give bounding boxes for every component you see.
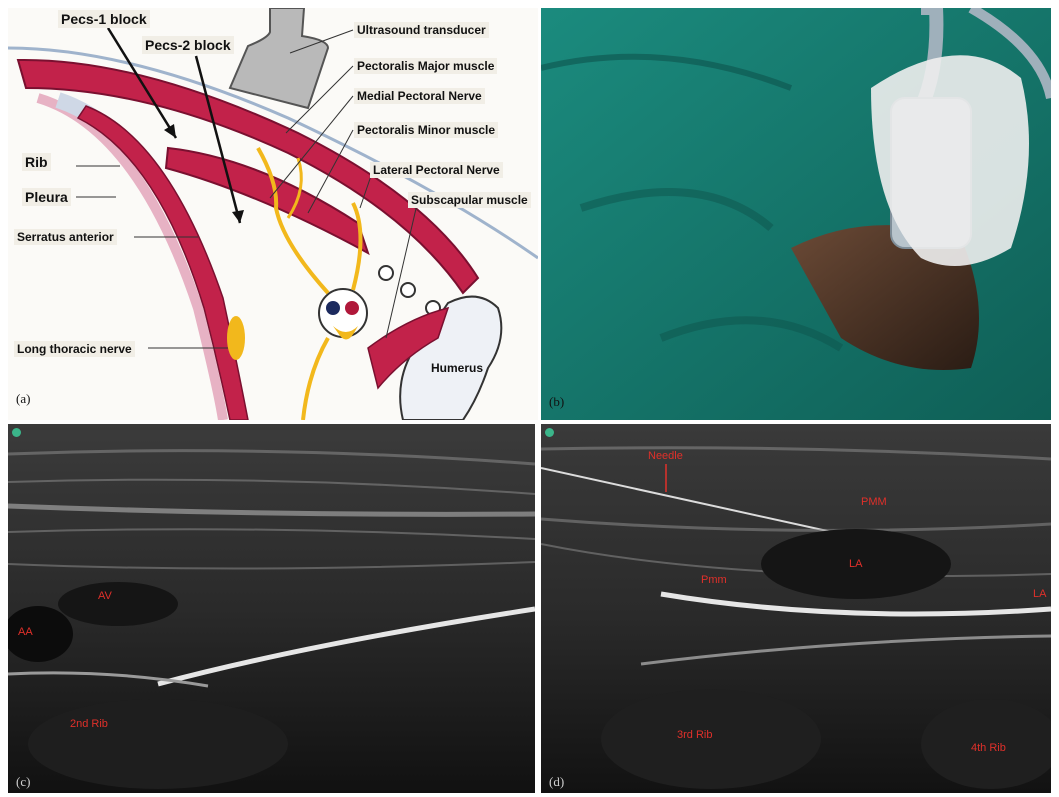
ultrasound-image-c — [8, 424, 535, 793]
long-thoracic-nerve-shape — [227, 316, 245, 360]
la-center-label: LA — [849, 558, 862, 570]
humerus-bone — [400, 297, 501, 420]
axillary-bundle — [319, 289, 367, 337]
panel-a-label: (a) — [16, 391, 30, 407]
third-rib-label: 3rd Rib — [677, 729, 712, 741]
panel-b-photo: (b) — [541, 8, 1051, 420]
transducer-photo — [541, 8, 1051, 420]
transducer-label: Ultrasound transducer — [354, 22, 489, 38]
axillary-artery — [345, 301, 359, 315]
pmm-major-label: PMM — [861, 496, 887, 508]
medial-pectoral-nerve-label: Medial Pectoral Nerve — [354, 88, 485, 104]
lateral-pectoral-nerve-label: Lateral Pectoral Nerve — [370, 162, 503, 178]
la-right-label: LA — [1033, 588, 1046, 600]
pecs1-block-label: Pecs-1 block — [58, 10, 150, 28]
panel-d-ultrasound: Needle PMM LA Pmm LA 3rd Rib 4th Rib (d) — [541, 424, 1051, 793]
pecs2-block-label: Pecs-2 block — [142, 36, 234, 54]
subscapular-muscle-label: Subscapular muscle — [408, 192, 531, 208]
long-thoracic-nerve-label: Long thoracic nerve — [14, 341, 135, 357]
axillary-vein — [326, 301, 340, 315]
orientation-marker — [545, 428, 554, 437]
panel-b-label: (b) — [549, 394, 564, 410]
rib-label: Rib — [22, 153, 51, 171]
ultrasound-transducer-icon — [230, 8, 328, 108]
pmm-minor-label: Pmm — [701, 574, 727, 586]
fourth-rib-label: 4th Rib — [971, 742, 1006, 754]
panel-d-label: (d) — [549, 774, 564, 790]
needle-label: Needle — [648, 450, 683, 462]
panel-c-ultrasound: AV AA 2nd Rib (c) — [8, 424, 535, 793]
av-label: AV — [98, 590, 112, 602]
pectoralis-major-label: Pectoralis Major muscle — [354, 58, 497, 74]
axillary-vein-shape — [58, 582, 178, 626]
pleura-label: Pleura — [22, 188, 71, 206]
ultrasound-image-d — [541, 424, 1051, 793]
serratus-anterior-label: Serratus anterior — [14, 229, 117, 245]
panel-a-illustration: Pecs-1 block Pecs-2 block Ultrasound tra… — [8, 8, 538, 420]
second-rib-label: 2nd Rib — [70, 718, 108, 730]
orientation-marker — [12, 428, 21, 437]
pectoralis-minor-label: Pectoralis Minor muscle — [354, 122, 498, 138]
aa-label: AA — [18, 626, 33, 638]
humerus-label: Humerus — [428, 360, 486, 376]
panel-c-label: (c) — [16, 774, 30, 790]
